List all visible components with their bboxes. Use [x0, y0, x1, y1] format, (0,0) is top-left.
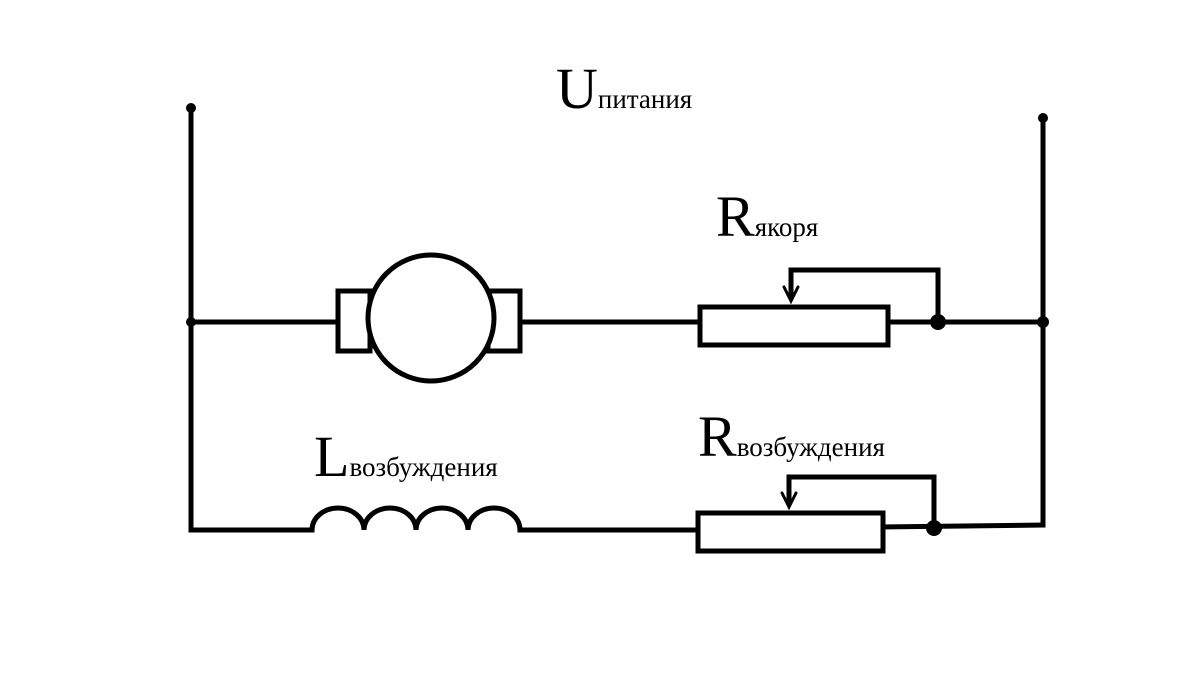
left-junction-node — [186, 317, 196, 327]
field-resistor-symbol: R — [698, 404, 737, 469]
supply-terminal-right — [1038, 113, 1048, 123]
armature-resistor-subscript: якоря — [754, 212, 819, 242]
armature-slider-arrowhead — [782, 285, 800, 305]
field-slider-arrowhead — [780, 491, 798, 511]
supply-voltage-label: Uпитания — [556, 60, 692, 118]
supply-terminal-left — [186, 103, 196, 113]
field-resistor-body — [695, 510, 886, 554]
armature-rheostat-node — [930, 314, 946, 330]
field-winding-coil — [309, 505, 523, 533]
armature-resistor-label: Rякоря — [716, 188, 818, 246]
supply-voltage-subscript: питания — [597, 84, 693, 114]
motor-brush-left — [335, 288, 373, 354]
field-rheostat-node — [926, 520, 942, 536]
field-inductor-label: Lвозбуждения — [314, 428, 498, 486]
right-junction-node — [1037, 316, 1049, 328]
field-inductor-subscript: возбуждения — [349, 452, 498, 482]
field-resistor-label: Rвозбуждения — [698, 408, 885, 466]
armature-resistor-symbol: R — [716, 184, 755, 249]
armature-resistor-body — [697, 304, 891, 348]
field-rheostat-slider — [786, 474, 937, 531]
field-inductor-symbol: L — [314, 424, 350, 489]
field-branch-wire-right — [880, 522, 1046, 530]
armature-rheostat-slider — [788, 267, 941, 325]
motor-armature-symbol — [365, 252, 497, 384]
field-resistor-subscript: возбуждения — [736, 432, 885, 462]
supply-voltage-symbol: U — [556, 56, 598, 121]
